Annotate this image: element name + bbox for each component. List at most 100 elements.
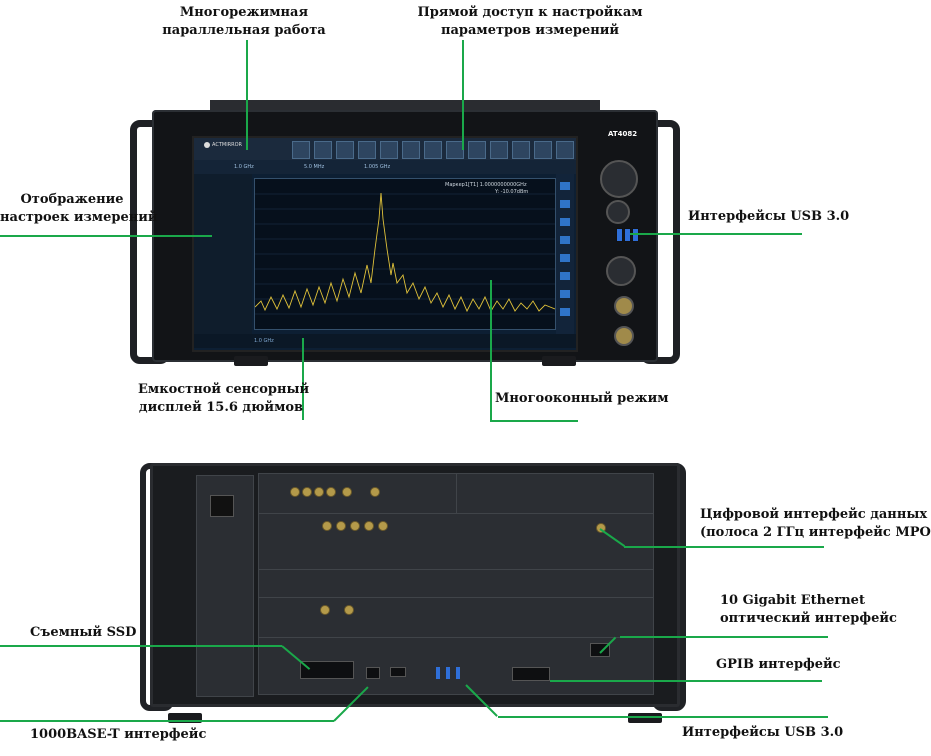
- model-label: AT4082: [608, 130, 638, 138]
- toolbar-button: [468, 141, 486, 159]
- slot-4: [258, 597, 654, 639]
- status-bar: 1.0 GHz: [194, 334, 576, 348]
- mpo-connector: [596, 523, 606, 533]
- toolbar-button: [380, 141, 398, 159]
- toolbar-button: [534, 141, 552, 159]
- leader-multimode: [246, 40, 248, 150]
- side-icon: [560, 272, 570, 280]
- slot-2: [258, 513, 654, 571]
- callout-ssd: Съемный SSD: [30, 625, 137, 640]
- rear-foot-right: [628, 713, 662, 723]
- callout-gpib: GPIB интерфейс: [716, 657, 841, 672]
- parameter-row: 1.0 GHz 5.0 MHz 1.005 GHz: [194, 160, 576, 174]
- front-panel-photo: ACTMIRROR 1.0 GHz 5.0 MHz 1.005 GHz Марк…: [130, 100, 680, 370]
- toolbar-button: [424, 141, 442, 159]
- callout-direct-access: Прямой доступ к настройкам параметров из…: [417, 5, 643, 38]
- leader-direct-access: [462, 40, 464, 150]
- side-icon: [560, 200, 570, 208]
- toolbar-button: [512, 141, 530, 159]
- side-icon: [560, 236, 570, 244]
- leader-multiwindow-h: [490, 420, 578, 422]
- callout-multimode: Многорежимная параллельная работа: [162, 5, 326, 38]
- bnc-connector: [326, 487, 336, 497]
- bnc-connector: [314, 487, 324, 497]
- usb-port-2: [624, 228, 631, 242]
- rear-usb-3: [456, 667, 460, 679]
- callout-10g: 10 Gigabit Ethernet оптический интерфейс: [720, 593, 897, 626]
- toolbar-button: [292, 141, 310, 159]
- rf-connector-2: [614, 326, 634, 346]
- slot-1b: [456, 473, 654, 515]
- start-freq-label: 1.0 GHz: [254, 338, 274, 344]
- toolbar-button: [314, 141, 332, 159]
- callout-touchscreen: Емкостной сенсорный дисплей 15.6 дюймов: [138, 382, 310, 415]
- callout-settings-display: Отображение настроек измерений: [0, 192, 158, 225]
- spectrum-trace: [254, 192, 556, 315]
- leader-usb-front: [630, 233, 802, 235]
- side-icon: [560, 218, 570, 226]
- touch-display: ACTMIRROR 1.0 GHz 5.0 MHz 1.005 GHz Марк…: [192, 136, 578, 352]
- usb-port-1: [616, 228, 623, 242]
- bnc-connector: [302, 487, 312, 497]
- toolbar-button: [446, 141, 464, 159]
- spectrum-plot: Маркер1[T1] 1.0000000000GHz Y: -10.07dBm: [254, 178, 556, 330]
- rotary-knob: [600, 160, 638, 198]
- leader-usb-rear: [498, 716, 828, 718]
- stop-freq: 1.005 GHz: [364, 164, 391, 170]
- toolbar-button: [336, 141, 354, 159]
- leader-touchscreen: [302, 338, 304, 420]
- usb-port-3: [632, 228, 639, 242]
- callout-iq: Цифровой интерфейс данных IQ (полоса 2 Г…: [700, 507, 931, 540]
- marker-value: Y: -10.07dBm: [495, 189, 529, 195]
- toolbar-button: [358, 141, 376, 159]
- callout-usb-front: Интерфейсы USB 3.0: [688, 209, 850, 224]
- bnc-connector: [322, 521, 332, 531]
- marker-label: Маркер1[T1] 1.0000000000GHz: [445, 182, 527, 188]
- foot-left: [234, 356, 268, 366]
- bnc-connector: [370, 487, 380, 497]
- leader-settings: [0, 235, 212, 237]
- bnc-connector: [364, 521, 374, 531]
- bnc-connector: [290, 487, 300, 497]
- callout-base-t: 1000BASE-T интерфейс: [30, 727, 207, 742]
- settings-panel: [194, 174, 252, 334]
- ssd-bay: [300, 661, 354, 679]
- display-port: [390, 667, 406, 677]
- bnc-connector: [344, 605, 354, 615]
- rear-panel-photo: [140, 455, 690, 727]
- leader-ssd: [0, 645, 282, 647]
- side-icon: [560, 308, 570, 316]
- leader-multiwindow: [490, 280, 492, 420]
- toolbar-button: [556, 141, 574, 159]
- side-icon: [560, 182, 570, 190]
- span: 5.0 MHz: [304, 164, 325, 170]
- toolbar-button: [490, 141, 508, 159]
- right-icon-bar: [556, 174, 574, 334]
- leader-10g: [620, 636, 828, 638]
- brand-name: ACTMIRROR: [212, 142, 243, 148]
- callout-multiwindow: Многооконный режим: [495, 391, 669, 406]
- callout-usb-rear: Интерфейсы USB 3.0: [682, 725, 844, 740]
- bnc-connector: [342, 487, 352, 497]
- rj45-port: [366, 667, 380, 679]
- bnc-connector: [378, 521, 388, 531]
- bnc-connector: [336, 521, 346, 531]
- toolbar-button: [402, 141, 420, 159]
- side-icon: [560, 290, 570, 298]
- foot-right: [542, 356, 576, 366]
- side-icon: [560, 254, 570, 262]
- power-inlet: [210, 495, 234, 517]
- leader-gpib: [550, 680, 822, 682]
- brand-logo-icon: [204, 142, 210, 148]
- rf-connector-1: [614, 296, 634, 316]
- slot-3: [258, 569, 654, 599]
- arrow-keys: [606, 200, 630, 224]
- center-freq: 1.0 GHz: [234, 164, 254, 170]
- bnc-connector: [320, 605, 330, 615]
- bnc-connector: [350, 521, 360, 531]
- leader-iq: [624, 546, 824, 548]
- screen-toolbar: ACTMIRROR: [194, 138, 576, 160]
- gpib-port: [512, 667, 550, 681]
- rear-usb-2: [446, 667, 450, 679]
- rear-foot-left: [168, 713, 202, 723]
